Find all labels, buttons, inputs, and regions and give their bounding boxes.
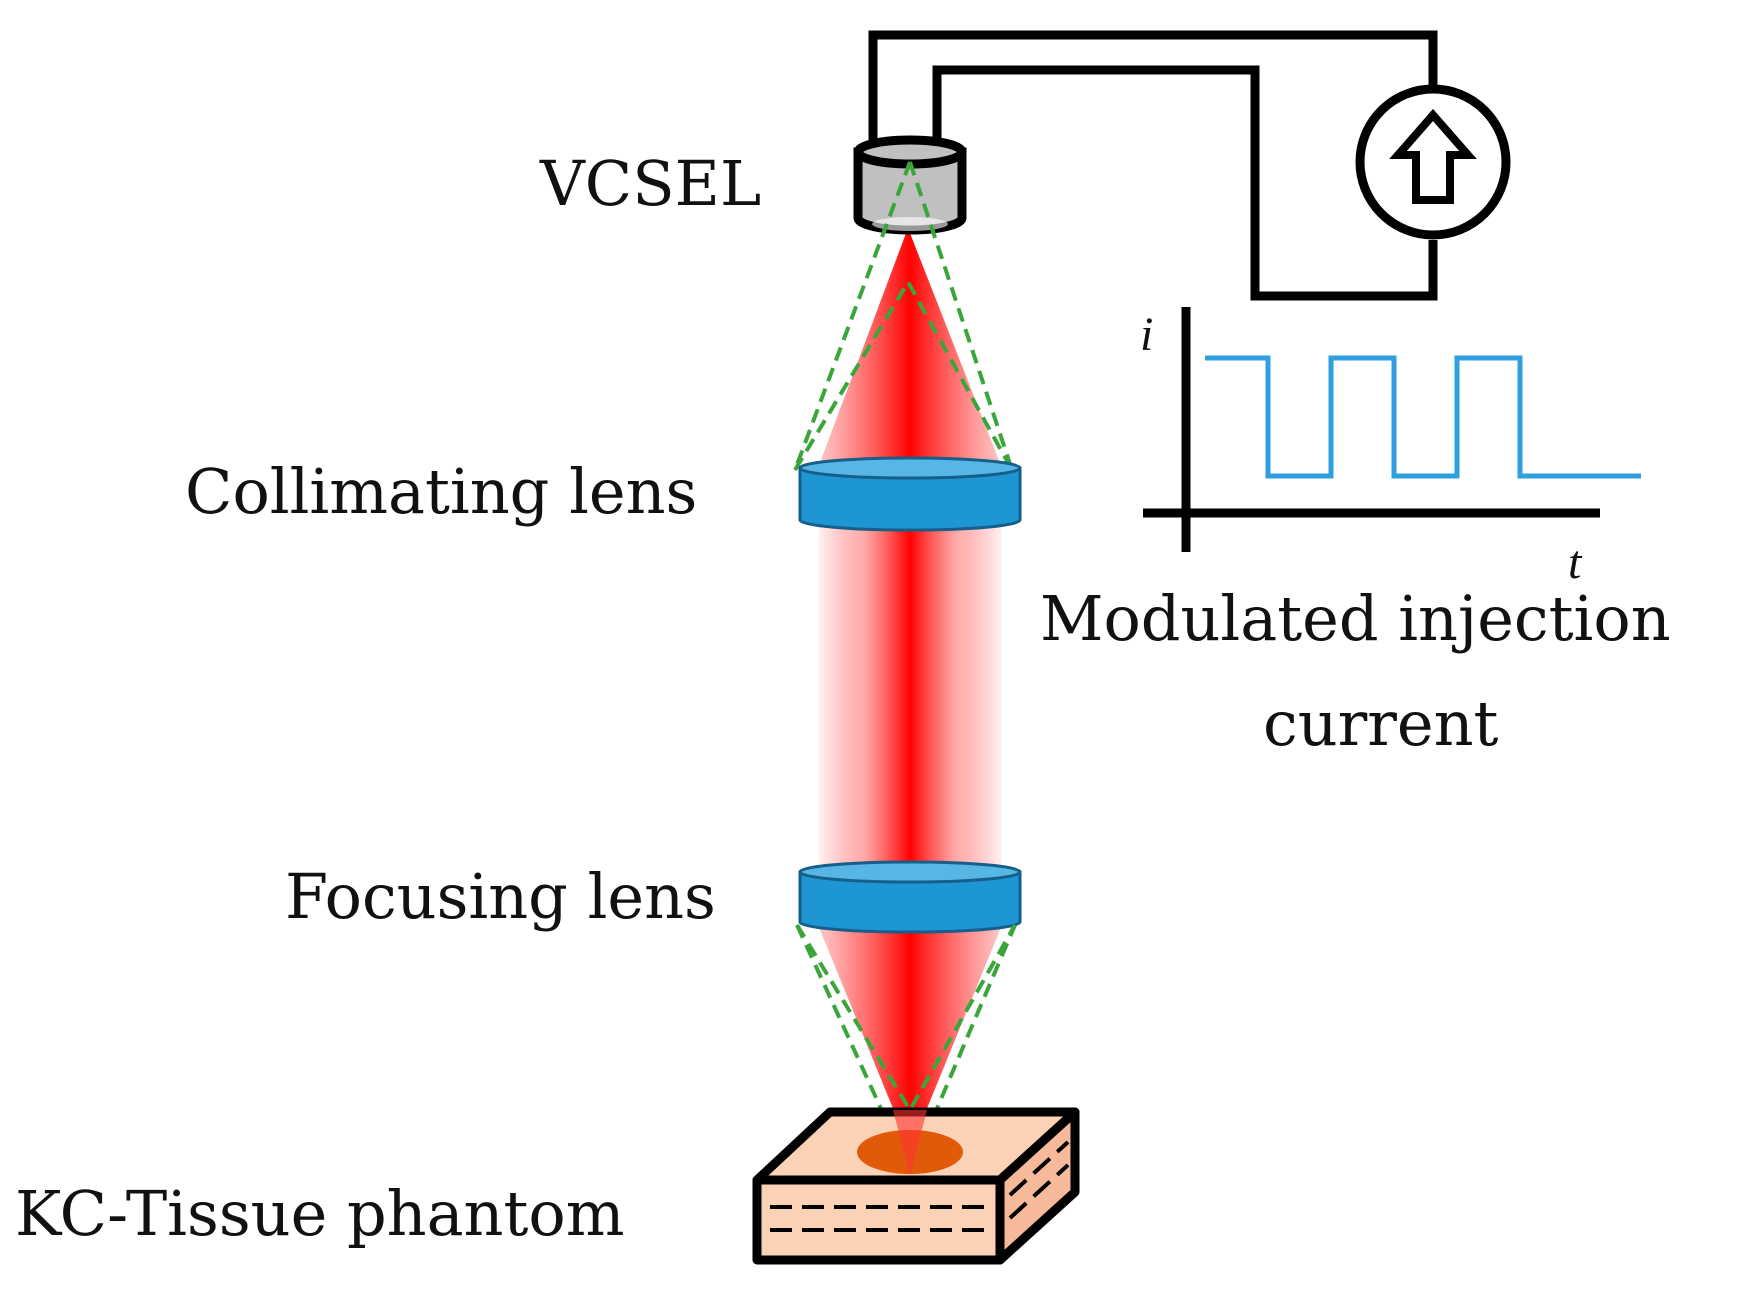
y-axis-label: i [1140,308,1153,361]
dashed-rays-upper [793,161,1014,472]
phantom-layer-lines [770,1140,1070,1232]
current-source-icon [1355,84,1511,240]
beam-cone-upper [818,228,1002,468]
vcsel-label: VCSEL [539,147,761,220]
phantom-label: KC-Tissue phantom [15,1177,625,1250]
outer-wire [868,30,1438,140]
collimating-lens-label: Collimating lens [185,455,697,528]
phantom-side-face [995,1107,1080,1265]
beam-collimated [818,505,1002,890]
modulated-label-line2: current [1263,687,1499,760]
square-wave [1205,355,1641,479]
beam-cone-lower [818,925,1002,1150]
x-axis-label: t [1568,536,1583,589]
beam-tip [893,1110,927,1175]
inner-wire [932,65,1438,301]
waveform-plot: i t [1140,307,1641,589]
focusing-lens-label: Focusing lens [285,860,716,933]
tissue-phantom-icon [752,1107,1080,1265]
collimating-lens-icon [798,456,1022,532]
phantom-front-face [752,1175,1005,1265]
vcsel-icon [853,135,967,235]
modulated-label-line1: Modulated injection [1040,582,1671,655]
focusing-lens-icon [798,860,1022,934]
circuit-wires [868,30,1438,301]
